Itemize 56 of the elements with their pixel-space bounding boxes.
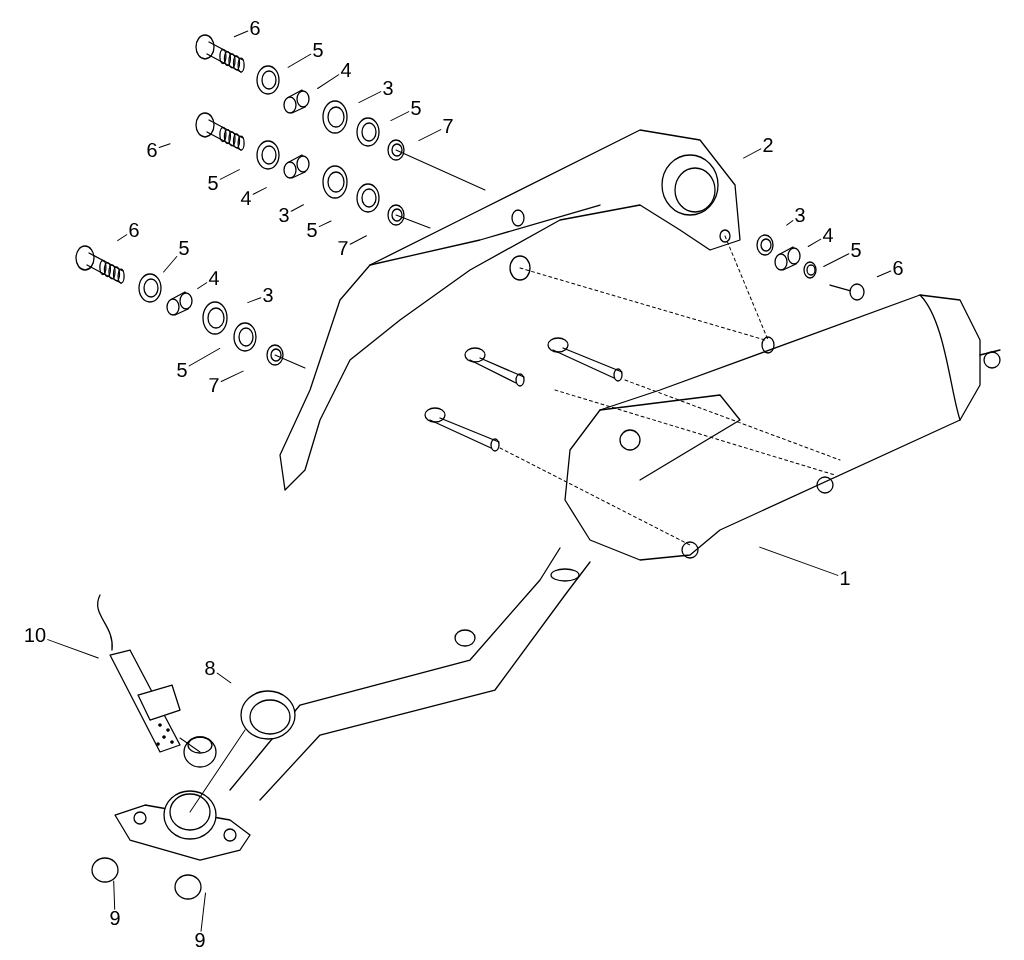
callout-number: 7 (209, 378, 219, 392)
leader-line (418, 129, 442, 142)
callout-number: 6 (893, 260, 903, 276)
leader-line (113, 880, 116, 910)
leader-line (117, 234, 128, 242)
callout-number: 5 (208, 176, 218, 190)
callout-number: 9 (195, 932, 205, 948)
leader-line (390, 111, 410, 122)
callout-number: 6 (250, 20, 260, 36)
leader-line (876, 270, 892, 278)
leader-line (743, 148, 762, 159)
callout-number: 10 (25, 627, 46, 643)
leader-line (786, 220, 794, 226)
callout-number: 7 (443, 119, 453, 133)
leader-line (358, 91, 382, 104)
leader-line (247, 297, 262, 304)
leader-line (318, 220, 332, 228)
leader-line (220, 370, 244, 383)
leader-line (290, 204, 304, 212)
callout-number: 5 (851, 243, 861, 257)
leader-line (219, 169, 240, 180)
callout-number: 1 (840, 571, 850, 585)
leader-line (47, 639, 99, 659)
callout-number: 3 (263, 287, 273, 303)
leader-line (233, 30, 249, 38)
callout-number: 2 (763, 138, 773, 152)
leader-line (197, 282, 208, 290)
callout-number: 6 (129, 222, 139, 238)
callout-number: 4 (822, 228, 833, 242)
leader-line (287, 53, 312, 68)
callout-number: 5 (313, 43, 323, 57)
callout-number: 6 (147, 142, 157, 158)
leader-line (188, 347, 221, 367)
callout-number: 4 (340, 63, 351, 77)
callout-number: 3 (383, 80, 393, 96)
callout-number: 5 (307, 223, 317, 237)
callout-number: 3 (795, 207, 805, 223)
callout-number: 5 (177, 363, 187, 377)
leader-line (216, 672, 232, 684)
callout-number: 4 (208, 271, 219, 285)
callout-number: 4 (240, 191, 251, 205)
leader-line (807, 238, 822, 247)
leader-line (823, 253, 850, 267)
callout-number: 7 (338, 241, 348, 255)
leader-line (200, 892, 206, 932)
leader-line (759, 546, 839, 576)
callout-number: 9 (110, 910, 120, 926)
leader-line (317, 74, 340, 89)
leader-line (158, 143, 171, 149)
leader-line (163, 256, 178, 273)
callout-number: 5 (411, 101, 421, 115)
leader-line (349, 235, 367, 245)
callout-number: 5 (179, 241, 189, 255)
callout-number: 8 (205, 660, 215, 676)
callout-number: 3 (279, 207, 289, 223)
leader-line (252, 187, 267, 195)
